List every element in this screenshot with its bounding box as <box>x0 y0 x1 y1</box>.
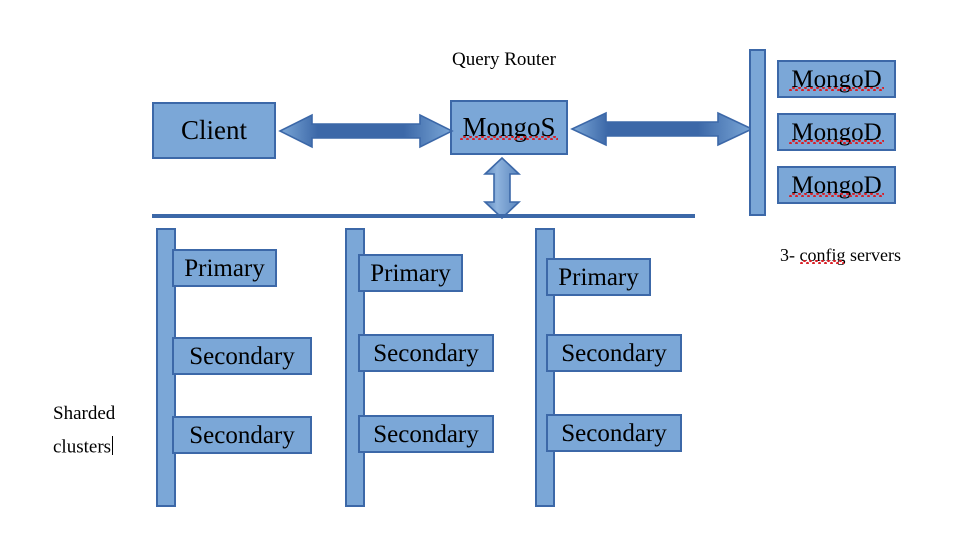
section-divider <box>152 214 695 218</box>
shard-2-secondary-2[interactable]: Secondary <box>358 415 494 453</box>
config-node-3-label: MongoD <box>789 171 884 199</box>
router-to-config-arrow <box>570 111 754 147</box>
shard-2-primary-label: Primary <box>370 259 451 287</box>
shard-2-secondary-1-label: Secondary <box>373 339 479 367</box>
config-servers-rail <box>749 49 766 216</box>
shard-2-secondary-1[interactable]: Secondary <box>358 334 494 372</box>
shard-1-secondary-2[interactable]: Secondary <box>172 416 312 454</box>
config-node-1[interactable]: MongoD <box>777 60 896 98</box>
sharded-clusters-line2-text: clusters <box>53 436 112 458</box>
shard-1-primary-label: Primary <box>184 254 265 282</box>
query-router-label: Query Router <box>452 49 556 70</box>
sharded-clusters-line2: clusters <box>53 435 115 458</box>
shard-1-secondary-1[interactable]: Secondary <box>172 337 312 375</box>
config-node-1-label: MongoD <box>789 65 884 93</box>
config-node-3[interactable]: MongoD <box>777 166 896 204</box>
sharded-clusters-line1: Sharded <box>53 403 116 424</box>
shard-3-primary[interactable]: Primary <box>546 258 651 296</box>
shard-3-primary-label: Primary <box>558 263 639 291</box>
config-spellcheck-underline <box>800 259 844 264</box>
shard-1-secondary-1-label: Secondary <box>189 342 295 370</box>
shard-2-primary[interactable]: Primary <box>358 254 463 292</box>
mongos-label: MongoS <box>460 112 558 142</box>
shard-3-secondary-1[interactable]: Secondary <box>546 334 682 372</box>
shard-3-secondary-2[interactable]: Secondary <box>546 414 682 452</box>
client-label: Client <box>181 115 247 145</box>
config-node-2[interactable]: MongoD <box>777 113 896 151</box>
config-servers-caption: 3- config servers <box>780 246 901 265</box>
client-to-router-arrow <box>278 113 454 149</box>
router-to-shards-arrow <box>482 156 522 220</box>
sharded-clusters-caption: Sharded clusters <box>53 404 115 457</box>
shard-3-secondary-1-label: Secondary <box>561 339 667 367</box>
mongos-node[interactable]: MongoS <box>450 100 568 155</box>
client-node[interactable]: Client <box>152 102 276 159</box>
shard-2-secondary-2-label: Secondary <box>373 420 479 448</box>
config-node-2-label: MongoD <box>789 118 884 146</box>
shard-1-primary[interactable]: Primary <box>172 249 277 287</box>
shard-3-secondary-2-label: Secondary <box>561 419 667 447</box>
text-caret <box>112 435 114 455</box>
config-servers-caption-text: 3- config servers <box>780 245 901 265</box>
shard-1-secondary-2-label: Secondary <box>189 421 295 449</box>
